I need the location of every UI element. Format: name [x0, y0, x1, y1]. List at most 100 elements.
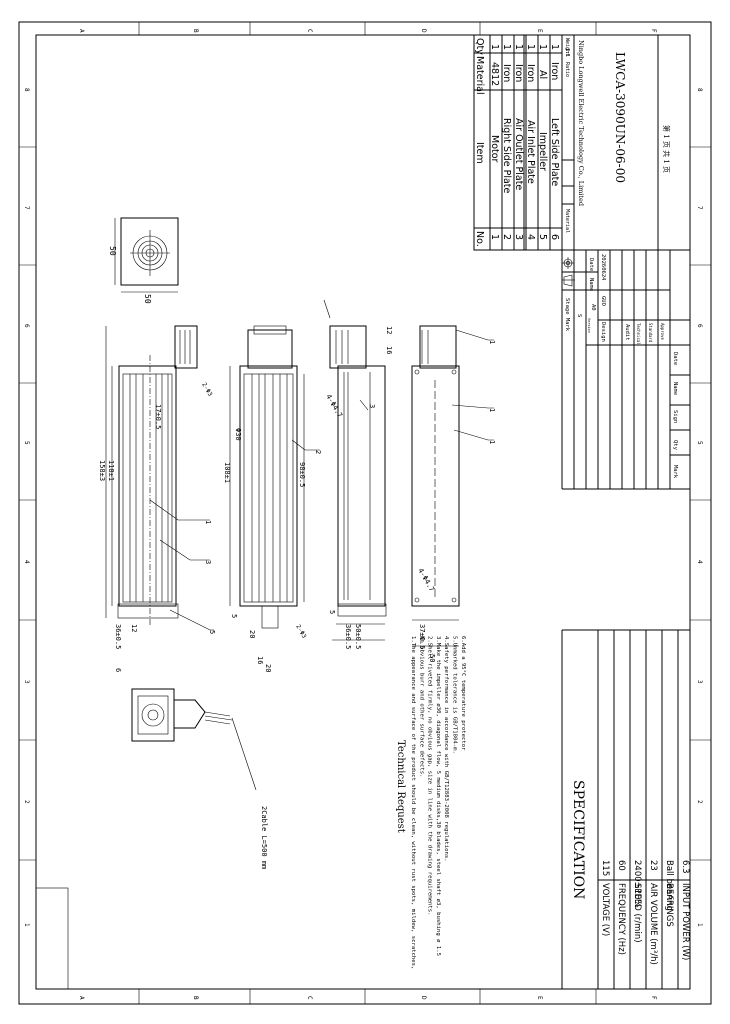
dim-2phi3: 2-Φ3	[200, 382, 213, 398]
page-count: 第 1 页 共 1 页	[662, 125, 671, 173]
zone-letter: B	[192, 29, 199, 33]
dim-158: 158±3	[98, 460, 106, 481]
zone-letter: B	[192, 996, 199, 1000]
spec-value: 23	[648, 860, 658, 871]
parts-row-item: Impeller	[537, 132, 548, 171]
zone-number: 4	[696, 560, 703, 564]
fan-view-b: 108±1 98±0.5 Φ30 5 20 16 20 2-Φ3	[223, 325, 308, 672]
spec-label: SPEED (r/min)	[632, 883, 642, 943]
zone-letter: D	[420, 29, 427, 33]
spec-value: Ball bearing	[664, 860, 674, 911]
dim-5a: 5	[230, 614, 238, 618]
drawing-number: LWCA-3090UN-06-00	[613, 52, 627, 183]
spec-label: INPUT POWER (W)	[680, 883, 690, 960]
parts-header-material: Material	[474, 56, 485, 95]
spec-value: 115	[600, 860, 610, 876]
technical-request: Technical Request 1.The appearance and s…	[395, 636, 466, 969]
version-value: A0	[590, 304, 596, 311]
standard-label: Standard	[648, 323, 653, 343]
zone-number: 6	[23, 324, 30, 328]
weight-label: Weight	[564, 38, 570, 56]
parts-header-no: No.	[474, 231, 485, 247]
design-label: Design	[600, 322, 606, 342]
name-label: Name	[588, 278, 594, 291]
balloon: 5	[208, 630, 216, 634]
dim-4phi47b: 4-Φ4.7	[416, 567, 436, 593]
technical-request-line: 1.The appearance and surface of the prod…	[410, 636, 416, 969]
stage-value: S	[576, 314, 582, 317]
dim-50c: 50±0.5	[354, 624, 362, 649]
balloon: 3	[368, 404, 376, 408]
technical-request-line: 5.Unmarked tolerance is GB/T1804-m.	[452, 636, 458, 754]
parts-header-qty: Qty	[474, 38, 485, 55]
dim-108: 108±1	[223, 462, 231, 483]
dim-37: 37±0.5	[418, 624, 426, 649]
dim-50-height: 50	[108, 246, 117, 256]
revision-header: Name	[672, 382, 678, 395]
balloon: 1	[488, 408, 496, 412]
revision-header: Qty	[672, 440, 678, 451]
dim-50d: 50	[428, 654, 436, 662]
zone-number: 6	[696, 324, 703, 328]
parts-row-qty: 1	[513, 44, 524, 50]
zone-number: 5	[696, 441, 703, 445]
dim-2phi3b: 2-Φ3	[294, 624, 307, 640]
zone-number: 4	[23, 560, 30, 564]
dim-12: 12	[385, 326, 393, 334]
revision-header: Mark	[672, 465, 678, 479]
spec-value: 2400±10%	[632, 860, 642, 908]
audit-label: Audit	[624, 324, 630, 341]
zone-number: 1	[23, 923, 30, 927]
zone-ticks	[19, 22, 711, 1004]
parts-row-qty: 1	[489, 44, 500, 50]
dim-12b: 12	[130, 624, 138, 632]
spec-value: 6.3	[680, 860, 690, 874]
ratio-value: 1:1	[564, 48, 570, 57]
dim-36a: 36±0.5	[114, 624, 122, 649]
zone-letter: A	[78, 996, 85, 1000]
parts-header-item: Item	[474, 142, 485, 164]
revision-header: Sign	[672, 410, 678, 423]
parts-row-no: 2	[501, 234, 512, 240]
zone-numbers: 1 2 3 4 5 6 7 8 1 2 3 4 5 6 7 8	[23, 88, 703, 927]
parts-row-item: Left Side Plate	[549, 118, 560, 186]
spec-label: BEARINGS	[664, 883, 674, 927]
cable-length: 2Cable L=500 mm	[260, 806, 268, 869]
title-block: Material Weight Ratio 1:1 Ningbo Longwel…	[561, 35, 690, 490]
zone-number: 2	[23, 800, 30, 804]
dim-50-width: 50	[143, 294, 152, 304]
company-name: Ningbo Longwell Electric Technology Co.,…	[577, 40, 585, 206]
zone-letter: A	[78, 29, 85, 33]
fan-view-a: 158±3 118±1 36±0.5 6 12 17±0.5 2-Φ3	[98, 325, 214, 672]
zone-number: 3	[23, 680, 30, 684]
specification-table: SPECIFICATION VOLTAGE (V) 115 FREQUENCY …	[561, 629, 690, 989]
spec-label: VOLTAGE (V)	[600, 883, 610, 936]
parts-row-qty: 1	[525, 44, 536, 50]
dim-36b: 36±0.5	[344, 624, 352, 649]
dim-5b: 5	[328, 610, 336, 614]
date-label: Date	[588, 258, 594, 271]
parts-row-material: Iron	[513, 64, 524, 82]
material-label: Material	[564, 209, 570, 233]
designer-name: GUO	[600, 296, 606, 306]
parts-row-qty: 1	[537, 44, 548, 50]
parts-row-qty: 1	[549, 44, 560, 50]
parts-table: Qty Material Item No. 1 4812 Motor 1 1 I…	[473, 34, 690, 251]
ratio-label: Ratio	[564, 62, 570, 77]
parts-row-material: Iron	[525, 64, 536, 82]
technical-request-title: Technical Request	[395, 740, 406, 833]
zone-letter: F	[650, 29, 657, 33]
parts-row-no: 4	[525, 234, 536, 240]
zone-letter: C	[306, 996, 313, 1000]
parts-row-item: Motor	[489, 135, 500, 163]
dim-98: 98±0.5	[298, 462, 306, 487]
zone-letter: C	[306, 29, 313, 33]
zone-letters: A B C D E F A B C D E F	[78, 29, 657, 1000]
technical-request-line: 3.Make the impeller ø30, diagonal flow, …	[435, 636, 441, 956]
dim-4phi47a: 4-Φ4.7	[324, 393, 344, 419]
parts-row-material: 4812	[489, 62, 500, 86]
dim-16b: 16	[256, 656, 264, 664]
parts-row-material: Iron	[549, 62, 560, 80]
fan-view-d: 37±0.5 50 4-Φ4.7	[411, 325, 460, 662]
dim-17: 17±0.5	[154, 404, 162, 429]
